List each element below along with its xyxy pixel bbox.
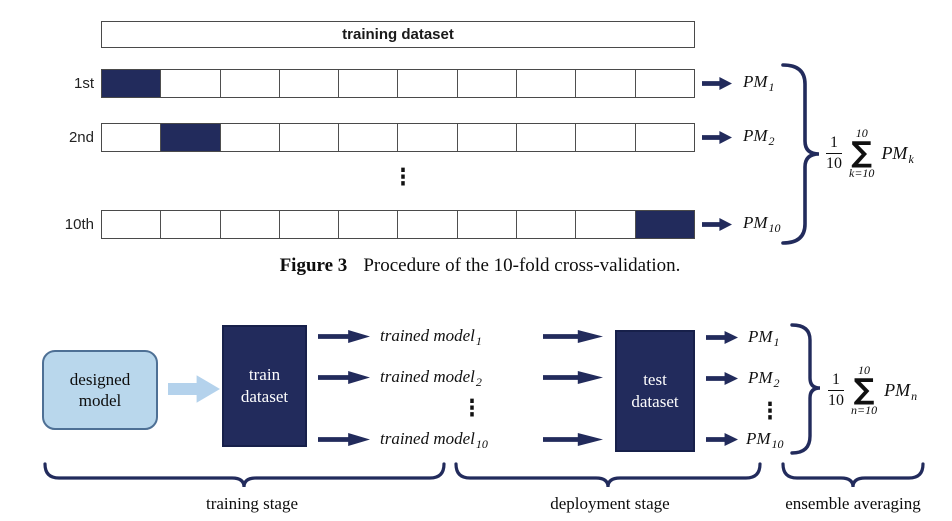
training-fold-cell (339, 70, 399, 97)
summation: 10 ∑ n=10 (851, 363, 878, 417)
arrow-icon (543, 371, 603, 384)
stage-label-ensemble: ensemble averaging (785, 494, 921, 513)
figure-caption-text: Procedure of the 10-fold cross-validatio… (363, 255, 681, 276)
curly-brace-icon (790, 323, 821, 455)
designed-model-box: designed model (42, 350, 158, 430)
training-fold-cell (398, 211, 458, 238)
fraction: 1 10 (828, 370, 844, 409)
training-fold-cell (576, 124, 636, 151)
sigma-icon: ∑ (851, 135, 873, 170)
arrow-icon (318, 433, 370, 446)
training-fold-cell (339, 211, 399, 238)
sigma-icon: ∑ (853, 372, 875, 407)
fold-row-label-1st: 1st (73, 75, 94, 92)
training-fold-cell (635, 124, 694, 151)
fold-row-label-10th: 10th (64, 216, 94, 233)
stage-label-training: training stage (205, 494, 299, 513)
training-fold-cell (517, 124, 577, 151)
training-fold-cell (576, 70, 636, 97)
arrow-icon (702, 77, 732, 90)
curly-brace-icon (781, 63, 820, 245)
vertical-ellipsis: ⋮ (462, 393, 482, 422)
arrow-icon (706, 372, 738, 385)
training-fold-cell (220, 211, 280, 238)
underbrace-icon (781, 462, 925, 488)
training-fold-cell (398, 124, 458, 151)
fold-row-label-2nd: 2nd (68, 129, 94, 146)
validation-fold-cell (161, 124, 221, 151)
arrow-icon (702, 218, 732, 231)
arrow-icon (543, 433, 603, 446)
vertical-ellipsis: ⋮ (760, 396, 780, 425)
training-fold-cell (279, 70, 340, 97)
training-fold-cell (102, 124, 162, 151)
training-fold-cell (457, 70, 518, 97)
figure-caption: Figure 3 Procedure of the 10-fold cross-v… (130, 255, 830, 277)
stage-label-deployment: deployment stage (550, 494, 670, 513)
test-dataset-box: test dataset (615, 330, 695, 452)
arrow-icon (318, 371, 370, 384)
fold-row-10th (101, 210, 695, 239)
fold-row-2nd (101, 123, 695, 152)
training-fold-cell (161, 70, 221, 97)
arrow-icon (702, 131, 732, 144)
training-fold-cell (220, 124, 280, 151)
training-fold-cell (102, 211, 162, 238)
fraction-bar (828, 389, 844, 391)
fold-row-1st (101, 69, 695, 98)
arrow-icon (318, 330, 370, 343)
training-dataset-label: training dataset (342, 26, 454, 43)
train-dataset-box: train dataset (222, 325, 307, 447)
training-fold-cell (457, 211, 518, 238)
training-fold-cell (576, 211, 636, 238)
vertical-ellipsis: ⋮ (393, 162, 413, 191)
validation-fold-cell (635, 211, 694, 238)
training-dataset-header-box: training dataset (101, 21, 695, 48)
light-blue-arrow-icon (168, 375, 220, 403)
fraction-bar (826, 152, 842, 154)
underbrace-icon (43, 462, 446, 488)
training-fold-cell (517, 70, 577, 97)
arrow-icon (706, 433, 738, 446)
training-fold-cell (457, 124, 518, 151)
training-fold-cell (635, 70, 694, 97)
training-fold-cell (220, 70, 280, 97)
underbrace-icon (454, 462, 762, 488)
training-fold-cell (517, 211, 577, 238)
training-fold-cell (161, 211, 221, 238)
training-fold-cell (398, 70, 458, 97)
arrow-icon (706, 331, 738, 344)
fraction: 1 10 (826, 133, 842, 172)
summation: 10 ∑ k=10 (849, 126, 875, 180)
training-fold-cell (279, 211, 340, 238)
arrow-icon (543, 330, 603, 343)
figure-caption-number: Figure 3 (279, 255, 348, 276)
training-fold-cell (339, 124, 399, 151)
validation-fold-cell (102, 70, 162, 97)
training-fold-cell (279, 124, 340, 151)
